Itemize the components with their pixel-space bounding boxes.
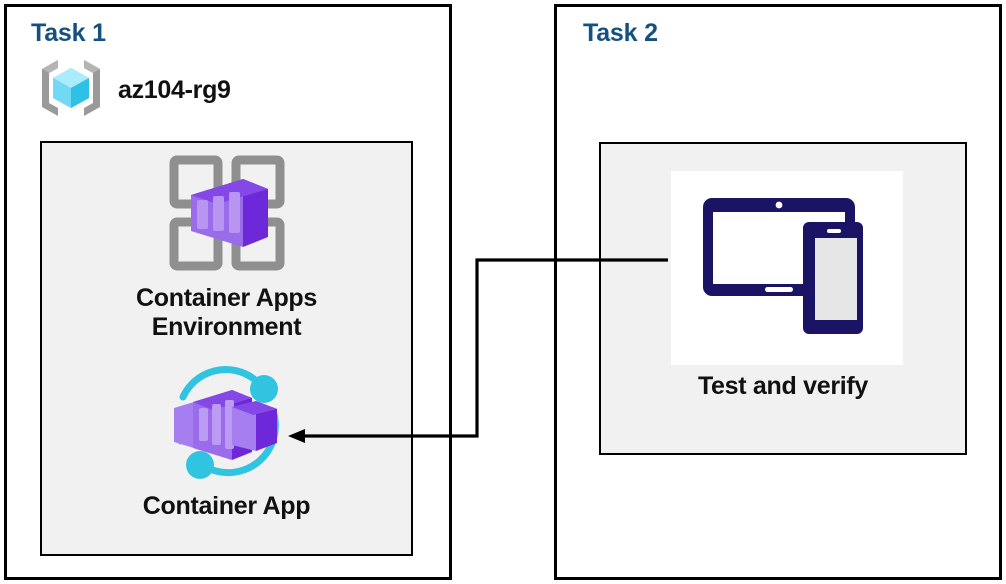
task-1-heading: Task 1: [31, 19, 106, 47]
resource-group-label: az104-rg9: [118, 76, 231, 104]
node-label-container-apps-environment: Container Apps Environment: [136, 284, 317, 341]
node-container-app: Container App: [42, 365, 411, 521]
tablet-and-phone-devices-icon: [699, 194, 875, 343]
task-2-inner-container: Test and verify: [599, 142, 967, 455]
test-and-verify-card: [671, 171, 903, 365]
node-label-test-and-verify: Test and verify: [697, 372, 869, 400]
azure-resource-group-icon: [36, 57, 106, 124]
container-app-icon: [160, 365, 294, 488]
task-2-heading: Task 2: [583, 19, 658, 47]
task-1-inner-container: Container Apps Environment: [40, 141, 413, 556]
node-label-line-2: Environment: [151, 312, 302, 341]
resource-group-row: az104-rg9: [36, 57, 231, 124]
node-label-container-app: Container App: [142, 492, 311, 520]
node-label-line-1: Container Apps: [136, 284, 317, 312]
node-container-apps-environment: Container Apps Environment: [42, 151, 411, 341]
container-apps-environment-icon: [165, 151, 289, 280]
